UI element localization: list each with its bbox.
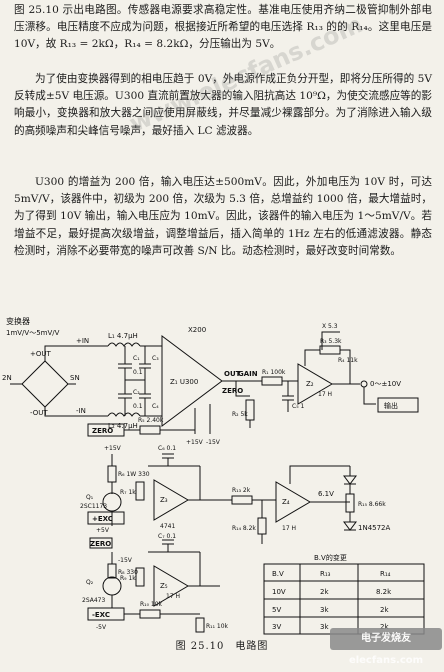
cap-bot-label: C₇ 0.1 — [158, 533, 176, 540]
z5-name: 17 H — [166, 593, 180, 600]
cap-c2-label: C₂ — [133, 389, 140, 396]
output-box — [377, 397, 419, 413]
node-sn: SN — [70, 374, 80, 382]
zener-label: 1N4572A — [358, 524, 391, 532]
table-cell: 2k — [320, 588, 329, 596]
inductor-l1 — [107, 342, 141, 347]
u300-vpos: +15V — [186, 439, 204, 446]
u300-vneg: -15V — [206, 439, 221, 446]
z5-label: Z₅ — [160, 582, 168, 590]
table-head-1: R₁₃ — [320, 570, 331, 578]
q2-label: Q₂ — [86, 579, 94, 586]
z2-name: 17 H — [318, 391, 332, 398]
q1-name: 2SC1173 — [80, 503, 107, 510]
out-minus-label: -OUT — [30, 409, 48, 417]
u300-gain-label: X200 — [188, 326, 206, 334]
output-range: 0～±10V — [370, 380, 401, 388]
r9-label: R₉ 1k — [120, 575, 136, 582]
table-cell: 3k — [320, 606, 329, 614]
in-minus-label: -IN — [76, 407, 86, 415]
amp-z3 — [153, 479, 189, 521]
q1-label: Q₁ — [86, 494, 94, 501]
cap-c1-label: C₁ — [133, 355, 140, 362]
circuit-schematic: 变换器 1mV/V～5mV/V +OUT -OUT +IN -IN 2N SN … — [2, 316, 425, 635]
r11-label: R₁₁ 10k — [206, 623, 229, 630]
paragraph-3: U300 的增益为 200 倍，输入电压达±500mV。因此，外加电压为 10V… — [14, 176, 432, 257]
r5-label: R₅ 2.40k — [138, 417, 164, 424]
figure-caption: 图 25.10 电路图 — [175, 641, 269, 652]
document-page: 图 25.10 示出电路图。传感器电源要求高稳定性。基准电压使用齐纳二极管抑制外… — [2, 4, 442, 666]
table-cell: 2k — [380, 623, 389, 631]
c5-label: C₅ 1 — [292, 403, 305, 410]
out-plus-label: +OUT — [30, 350, 51, 358]
r1-label: R₁ 100k — [262, 369, 286, 376]
u300-out-label: OUT — [224, 370, 241, 378]
v15a-label: +15V — [104, 445, 122, 452]
inductor-l2 — [107, 412, 141, 417]
z4-name: 17 H — [282, 525, 296, 532]
amp-z5 — [153, 565, 189, 607]
q2-name: 2SA473 — [82, 597, 105, 604]
cap-c2-value: 0.1 — [133, 403, 143, 410]
paragraph-2: 为了使由变换器得到的相电压趋于 0V，外电源作成正负分开型，即将分压所得的 5V… — [14, 73, 432, 137]
x53-label: X 5.3 — [322, 323, 338, 330]
cap-top-label: C₆ 0.1 — [158, 445, 176, 452]
transducer-range: 1mV/V～5mV/V — [6, 329, 60, 337]
table-cell: 10V — [272, 588, 286, 596]
plus-exc-label: +EXC — [92, 515, 113, 523]
r14-label: R₁₄ 8.2k — [232, 525, 256, 532]
r3-label: R₃ 5.3k — [320, 338, 342, 345]
paragraph-1: 图 25.10 示出电路图。传感器电源要求高稳定性。基准电压使用齐纳二极管抑制外… — [14, 4, 432, 51]
amp-z2 — [297, 363, 333, 405]
table-cell: 2k — [380, 606, 389, 614]
cap-c3-label: C₃ — [152, 355, 159, 362]
v61-label: 6.1V — [318, 490, 334, 498]
cap-c1-value: 0.1 — [133, 369, 143, 376]
amp-u300 — [161, 335, 223, 427]
table-cell: 3k — [320, 623, 329, 631]
r10-label: R₁₀ 10k — [140, 601, 163, 608]
z3-label: Z₃ — [160, 496, 168, 504]
z2-label: Z₂ — [306, 380, 314, 388]
site-logo: 电子发烧友 elecfans.com — [330, 628, 442, 666]
v15b-label: -15V — [118, 557, 133, 564]
r13-label: R₁₃ 2k — [232, 487, 251, 494]
transducer-label: 变换器 — [6, 316, 30, 326]
transistor-q2 — [102, 576, 122, 596]
bridge-sensor — [21, 360, 69, 408]
z3-name: 4741 — [160, 523, 175, 530]
output-tag: 输出 — [384, 401, 398, 410]
table-head-0: B.V — [272, 570, 284, 578]
r15-label: R₁₅ 8.66k — [358, 501, 386, 508]
z4-label: Z₄ — [282, 498, 290, 506]
inductor-bot-label: L₂ 4.7μH — [108, 422, 138, 430]
zero-box-label: ZERO — [92, 427, 113, 435]
table-cell: 5V — [272, 606, 281, 614]
u300-zero-label: ZERO — [222, 387, 243, 395]
amp-z4 — [275, 481, 311, 523]
u300-gain-pin: GAIN — [238, 370, 258, 378]
r7-label: R₇ 1k — [120, 489, 136, 496]
r6-label: R₆ 1W 330 — [118, 471, 150, 478]
table-cell: 8.2k — [376, 588, 392, 596]
minus-exc-label: -EXC — [92, 611, 110, 619]
inductor-top-label: L₁ 4.7μH — [108, 332, 138, 340]
minus5-label: -5V — [96, 624, 107, 631]
table-title: B.V的变更 — [314, 553, 347, 562]
u300-name-label: Z₁ U300 — [170, 378, 198, 386]
zero-lower-label: ZERO — [90, 540, 111, 548]
plus5-label: +5V — [96, 527, 110, 534]
table-head-2: R₁₄ — [380, 570, 391, 578]
node-2n: 2N — [2, 374, 12, 382]
cap-c4-label: C₄ — [152, 403, 159, 410]
r8-label: R₈ 330 — [118, 569, 138, 576]
r4-label: R₄ 11k — [338, 357, 358, 364]
r2-label: R₂ 5k — [232, 411, 248, 418]
in-plus-label: +IN — [76, 337, 89, 345]
table-cell: 3V — [272, 623, 281, 631]
